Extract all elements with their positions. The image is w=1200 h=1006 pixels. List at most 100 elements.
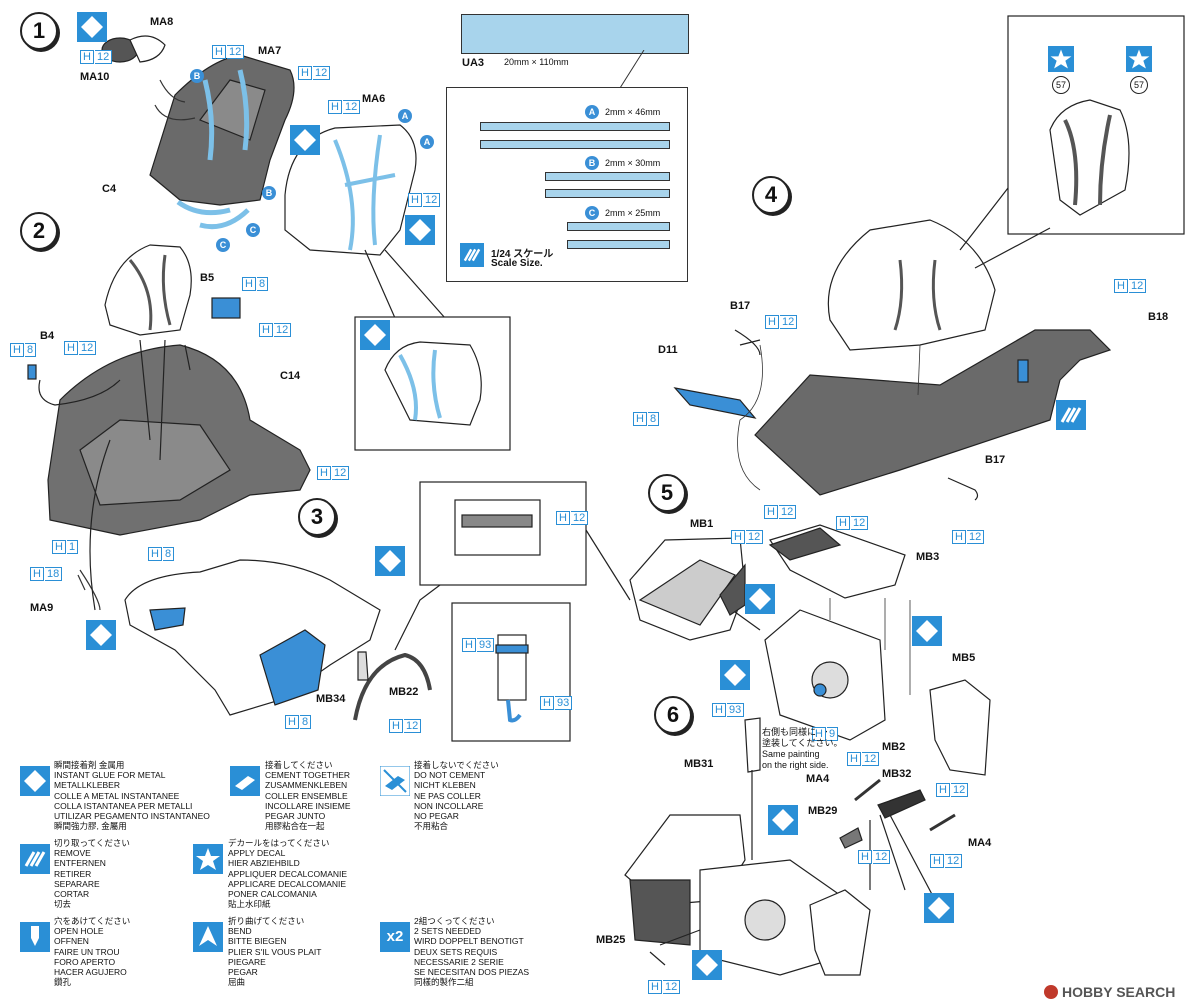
- decal-number-left: 57: [1052, 76, 1070, 94]
- part-label-ma6: MA6: [362, 93, 386, 105]
- decal-number-right: 57: [1130, 76, 1148, 94]
- remove-icon: [1056, 400, 1086, 430]
- part-label-mb34: MB34: [316, 693, 346, 705]
- part-label-mb2: MB2: [882, 741, 906, 753]
- step-4-number: 4: [752, 176, 790, 214]
- part-label-mb1: MB1: [690, 518, 714, 530]
- part-label-mb31: MB31: [684, 758, 714, 770]
- instant-glue-icon: [745, 584, 775, 614]
- instant-glue-icon: [290, 125, 320, 155]
- strip-c: [567, 240, 670, 249]
- instant-glue-legend-icon: [20, 766, 50, 796]
- strip-b: [545, 189, 670, 198]
- marker-b: B: [262, 183, 276, 201]
- bend-legend-icon: [193, 922, 223, 952]
- part-label-ma8: MA8: [150, 16, 174, 28]
- decal-sheet-size: 20mm × 110mm: [504, 57, 569, 67]
- instant-glue-icon: [360, 320, 390, 350]
- part-label-mb5: MB5: [952, 652, 976, 664]
- open-hole-legend-icon: [20, 922, 50, 952]
- strip-a: [480, 140, 670, 149]
- part-label-b5: B5: [200, 272, 215, 284]
- cement-legend-icon: [230, 766, 260, 796]
- part-label-ma4-right: MA4: [968, 837, 992, 849]
- no-cement-legend-icon: [379, 765, 411, 797]
- instant-glue-icon: [375, 546, 405, 576]
- remove-legend-icon: [20, 844, 50, 874]
- part-label-ma10: MA10: [80, 71, 110, 83]
- part-label-mb22: MB22: [389, 686, 419, 698]
- instant-glue-icon: [768, 805, 798, 835]
- part-label-b18: B18: [1148, 311, 1169, 323]
- marker-a: A: [420, 132, 434, 150]
- step-3-number: 3: [298, 498, 336, 536]
- watermark-icon: [1044, 985, 1058, 999]
- step-2-number: 2: [20, 212, 58, 250]
- apply-decal-legend-icon: [193, 844, 223, 874]
- part-label-mb3: MB3: [916, 551, 940, 563]
- watermark-logo: HOBBY SEARCH: [1044, 984, 1175, 1000]
- instant-glue-icon: [720, 660, 750, 690]
- strip-b: [545, 172, 670, 181]
- part-label-d11: D11: [658, 344, 678, 356]
- step-5-number: 5: [648, 474, 686, 512]
- marker-c: C: [216, 235, 230, 253]
- instant-glue-icon: [924, 893, 954, 923]
- instant-glue-icon: [77, 12, 107, 42]
- same-painting-note: 右側も同様に 塗装してください。 Same painting on the ri…: [762, 727, 843, 770]
- marker-c: C: [246, 220, 260, 238]
- part-label-b17-bottom: B17: [985, 454, 1006, 466]
- decal-sheet-ua3-swatch: [461, 14, 689, 54]
- two-sets-legend-icon: x2: [380, 922, 410, 952]
- part-label-b17-top: B17: [730, 300, 751, 312]
- decal-callout-line: [600, 50, 645, 89]
- part-label-ma4-left: MA4: [806, 773, 830, 785]
- scale-label-en: Scale Size.: [491, 258, 543, 269]
- marker-b: B: [190, 66, 204, 84]
- decal-strip-panel: [446, 87, 688, 282]
- strip-a: [480, 122, 670, 131]
- part-label-mb25: MB25: [596, 934, 626, 946]
- part-label-ma7: MA7: [258, 45, 282, 57]
- marker-a: A: [398, 106, 412, 124]
